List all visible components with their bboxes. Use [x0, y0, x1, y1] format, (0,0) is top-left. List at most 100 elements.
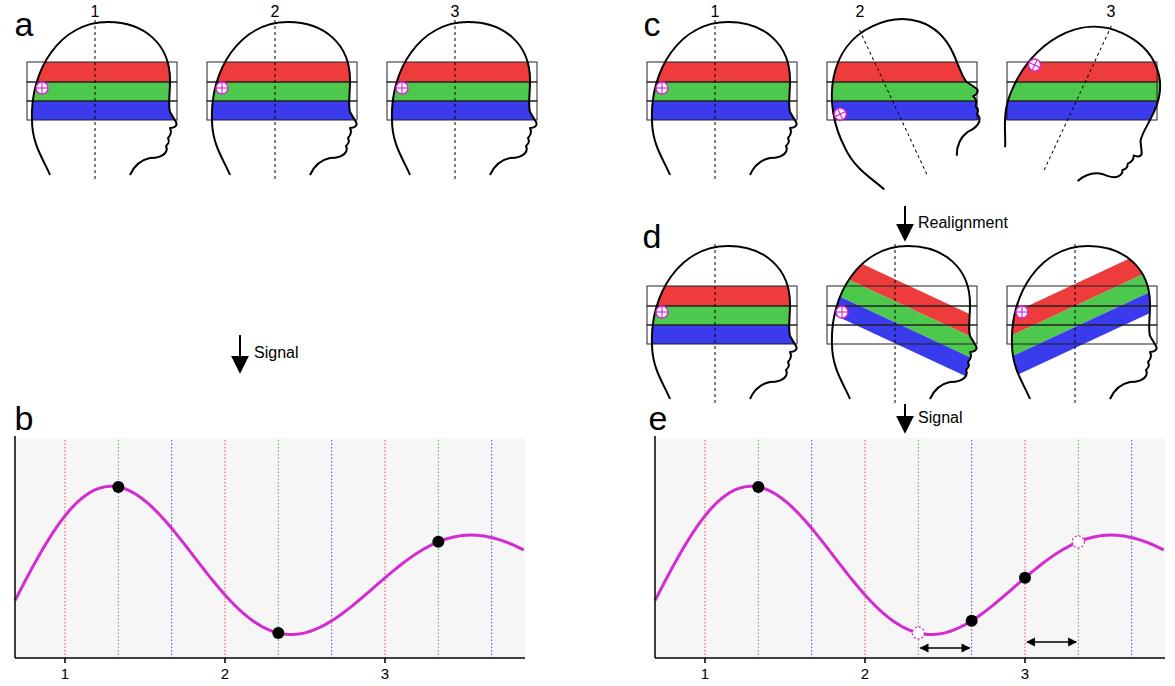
- original-sample: [1072, 536, 1084, 548]
- slice-box: [827, 101, 977, 120]
- slice-time-line: [278, 440, 279, 658]
- sample-dot: [272, 627, 284, 639]
- panel-letter: e: [649, 401, 668, 435]
- slice-box: [1007, 82, 1157, 101]
- slice-box: [827, 62, 977, 82]
- slice-time-line: [918, 440, 919, 658]
- axis-line: [715, 20, 716, 180]
- slice-box: [827, 82, 977, 101]
- slice-time-line: [385, 440, 386, 658]
- slice-box: [207, 62, 357, 82]
- volume-number: 3: [1107, 4, 1116, 20]
- slice-box: [647, 62, 797, 82]
- voxel-marker: [36, 82, 48, 94]
- slice-box: [827, 286, 977, 306]
- slice-box: [1007, 101, 1157, 120]
- original-sample: [912, 627, 924, 639]
- axis-line: [1044, 26, 1112, 171]
- slice-time-line: [1131, 440, 1132, 658]
- head-figure: [960, 0, 1175, 205]
- slice-box: [27, 101, 177, 120]
- slice-box: [647, 325, 797, 344]
- slice-band: [600, 325, 840, 344]
- slice-box: [387, 62, 537, 82]
- slice-box: [647, 286, 797, 306]
- axis-line: [275, 20, 276, 180]
- slice-band: [0, 62, 220, 82]
- slice-band: [600, 306, 840, 325]
- slice-band: [600, 62, 840, 82]
- tick-label: 2: [221, 666, 229, 681]
- slice-time-line: [171, 440, 172, 658]
- slice-band: [785, 275, 1011, 394]
- y-axis: [654, 436, 656, 658]
- slice-band: [793, 257, 1019, 376]
- voxel-marker: [396, 82, 408, 94]
- slice-box: [1007, 286, 1157, 306]
- voxel-marker: [836, 306, 848, 318]
- signal-chart: [655, 436, 1165, 663]
- signal-curve: [655, 486, 1164, 634]
- slice-time-line: [65, 440, 66, 658]
- head-outline: [803, 0, 999, 197]
- head-outline: [832, 246, 977, 399]
- slice-band: [160, 101, 400, 120]
- sample-dot: [432, 536, 444, 548]
- slice-band: [960, 82, 1175, 101]
- slice-time-line: [705, 440, 706, 658]
- slice-band: [960, 101, 1175, 120]
- head-figure: [600, 244, 840, 404]
- axis-tick: [64, 658, 66, 663]
- volume-number: 3: [451, 4, 460, 20]
- slice-band: [160, 82, 400, 101]
- tick-label: 3: [381, 666, 389, 681]
- slice-band: [160, 62, 400, 82]
- slice-band: [970, 275, 1175, 394]
- head-outline: [1012, 246, 1157, 399]
- signal-chart: [15, 436, 525, 663]
- x-axis: [655, 657, 1165, 659]
- slice-time-line: [438, 440, 439, 658]
- sample-dot: [112, 481, 124, 493]
- slice-band: [600, 286, 840, 306]
- slice-time-line: [811, 440, 812, 658]
- slice-band: [600, 82, 840, 101]
- tick-label: 3: [1021, 666, 1029, 681]
- slice-box: [647, 101, 797, 120]
- axis-line: [95, 20, 96, 180]
- slice-box: [827, 325, 977, 344]
- signal-curve: [15, 486, 524, 634]
- slice-box: [1007, 306, 1157, 325]
- slice-time-line: [118, 440, 119, 658]
- slice-box: [827, 306, 977, 325]
- axis-tick: [864, 658, 866, 663]
- slice-box: [387, 101, 537, 120]
- slice-band: [340, 62, 580, 82]
- sample-dot: [752, 481, 764, 493]
- head-figure: [160, 20, 400, 180]
- head-outline: [652, 22, 797, 175]
- sample-dot: [966, 615, 978, 627]
- volume-number: 2: [271, 4, 280, 20]
- slice-box: [1007, 325, 1157, 344]
- panel-letter: c: [644, 7, 661, 41]
- voxel-marker: [1027, 57, 1043, 73]
- slice-box: [27, 82, 177, 101]
- axis-tick: [704, 658, 706, 663]
- head-figure: [780, 0, 1020, 202]
- step-label: Signal: [918, 410, 962, 426]
- head-figure: [0, 20, 220, 180]
- axis-line: [860, 30, 928, 175]
- slice-band: [340, 101, 580, 120]
- axis-line: [715, 244, 716, 404]
- head-outline: [32, 22, 177, 175]
- slice-band: [780, 82, 1020, 101]
- axis-tick: [224, 658, 226, 663]
- flow-arrow: [904, 404, 906, 432]
- flow-arrow: [904, 206, 906, 240]
- head-figure: [785, 239, 1027, 404]
- voxel-marker: [656, 306, 668, 318]
